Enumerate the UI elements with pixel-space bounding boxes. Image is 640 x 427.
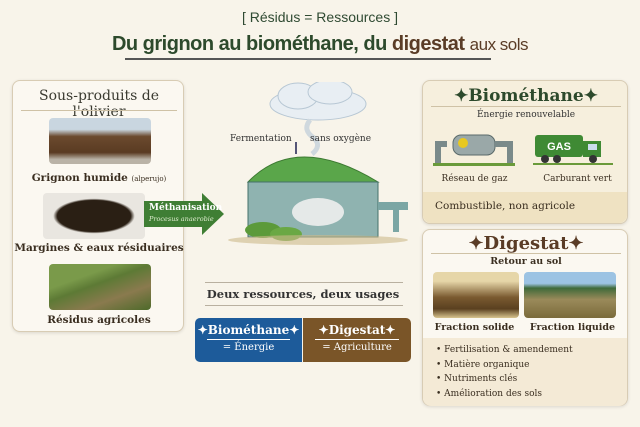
bullet-item: • Amélioration des sols (436, 388, 543, 399)
divider (431, 106, 621, 107)
reseau-gaz-label: Réseau de gaz (441, 174, 508, 184)
title-text: Biométhane (468, 86, 584, 106)
divider (21, 110, 177, 111)
title-part3: aux sols (469, 35, 529, 54)
byproducts-panel: Sous-produits de l'olivier Grignon humid… (12, 80, 184, 332)
page-title: Du grignon au biométhane, du digestat au… (0, 33, 640, 56)
truck-text: GAS (547, 141, 571, 153)
bullet-text: Matière organique (444, 359, 530, 370)
bullets-band (423, 338, 627, 406)
solid-fraction-label: Fraction solide (434, 322, 515, 333)
bullet-item: • Matière organique (436, 359, 530, 370)
byproducts-heading: Sous-produits de l'olivier (39, 88, 159, 120)
bullet-text: Nutriments clés (444, 374, 518, 384)
item-grignon: Grignon humide (alperujo) (13, 172, 185, 184)
solid-fraction-image (433, 272, 519, 318)
residus-image (49, 264, 151, 310)
divider (205, 305, 403, 306)
bullet-item: • Nutriments clés (436, 374, 518, 384)
title-text: Digestat (483, 233, 569, 254)
gas-truck-icon: GAS (533, 135, 613, 165)
digestat-bullets: • Fertilisation & amendement • Matière o… (436, 343, 573, 401)
digestat-agriculture-box: ✦Digestat✦ = Agriculture (303, 318, 411, 362)
title-part2: digestat (391, 33, 465, 55)
liquid-fraction-image (524, 272, 616, 318)
biomethane-panel: ✦Biométhane✦ Énergie renouvelable GAS Ré… (422, 80, 628, 224)
digester-illustration (228, 82, 408, 245)
grignon-image (49, 118, 151, 164)
title-part1: Du grignon au biométhane, du (111, 33, 387, 55)
arrow-label: Méthanisation (149, 203, 223, 213)
box-sub: = Agriculture (322, 342, 392, 353)
item-note: (alperujo) (131, 175, 167, 183)
biomethane-title: ✦Biométhane✦ (454, 86, 598, 106)
methanisation-arrow: Méthanisation Procesus anaerobie (144, 193, 224, 235)
footer-band (423, 192, 627, 223)
cloud-icon (269, 82, 367, 121)
biomethane-footer: Combustible, non agricole (435, 200, 576, 212)
usages-heading: Deux ressources, deux usages (206, 287, 400, 301)
margines-image (43, 193, 145, 239)
liquid-fraction-label: Fraction liquide (529, 322, 616, 333)
arrow-icon (144, 193, 224, 235)
bullet-item: • Fertilisation & amendement (436, 345, 573, 355)
sans-oxygene-label: sans oxygène (310, 134, 372, 144)
fermentation-label: Fermentation (230, 134, 292, 144)
arrow-sublabel: Procesus anaerobie (149, 215, 214, 223)
bullet-text: Amélioration des sols (444, 388, 543, 399)
bullet-text: Fertilisation & amendement (444, 345, 573, 355)
box-title: Digestat (328, 323, 386, 337)
biomethane-subtitle: Énergie renouvelable (476, 110, 576, 120)
item-residus: Résidus agricoles (47, 314, 151, 326)
carburant-vert-label: Carburant vert (543, 174, 612, 184)
divider (205, 282, 403, 283)
divider (431, 253, 621, 254)
digestat-title: ✦Digestat✦ (468, 233, 584, 254)
item-label: Grignon humide (31, 172, 128, 184)
subtitle: [ Résidus = Ressources ] (241, 9, 398, 25)
digestat-subtitle: Retour au sol (490, 256, 562, 267)
item-margines: Margines & eaux résiduaires (14, 242, 184, 254)
box-sub: = Énergie (222, 342, 275, 353)
box-title: Biométhane (207, 323, 290, 337)
gas-pipeline-icon (433, 134, 515, 166)
digestat-panel: ✦Digestat✦ Retour au sol Fraction solide… (422, 229, 628, 406)
biomethane-energy-box: ✦Biométhane✦ = Énergie (195, 318, 302, 362)
title-underline (125, 58, 491, 60)
